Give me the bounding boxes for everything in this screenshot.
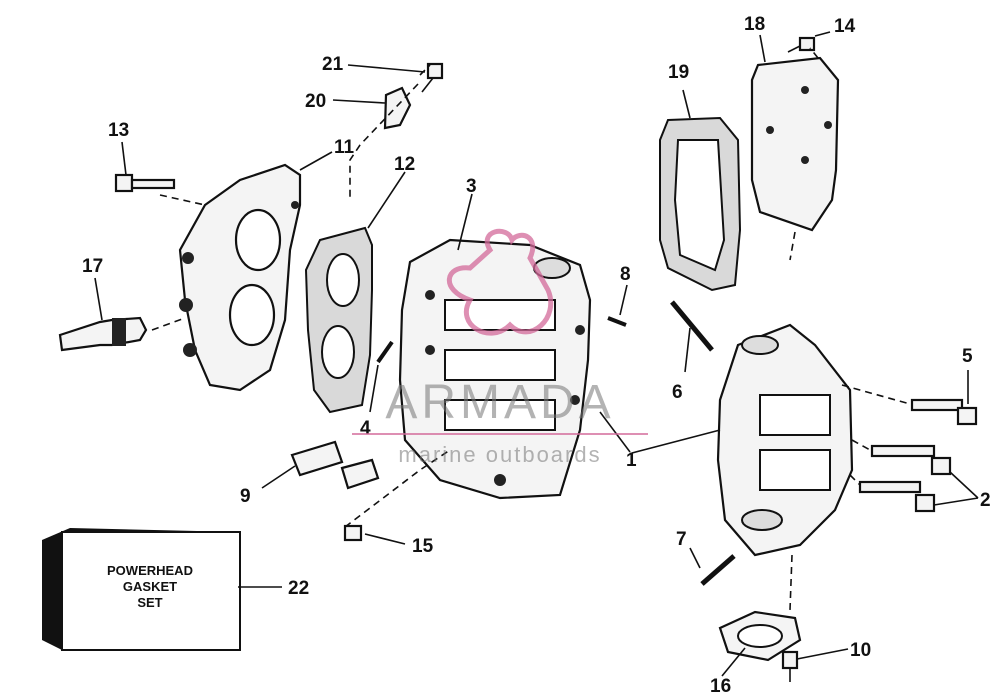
callout-5: 5 (962, 346, 973, 367)
watermark-tagline: marine outboards (398, 442, 601, 467)
callout-21: 21 (322, 54, 344, 75)
callout-14: 14 (834, 16, 856, 37)
callout-1: 1 (626, 450, 637, 471)
watermark-logo-icon (446, 228, 554, 336)
callout-2: 2 (980, 490, 991, 511)
pins (376, 300, 736, 586)
callout-19: 19 (668, 62, 689, 83)
watermark: ARMADA marine outboards (352, 228, 648, 467)
head-gasket (304, 226, 373, 414)
leader-lines (94, 31, 979, 677)
housing (716, 323, 854, 557)
callout-6: 6 (672, 382, 683, 403)
callout-17: 17 (82, 256, 103, 277)
callout-7: 7 (676, 529, 687, 550)
transfer-cover (750, 56, 840, 232)
callout-4: 4 (360, 418, 371, 439)
gasket-box-line1: POWERHEAD (107, 563, 193, 578)
callout-8: 8 (620, 264, 631, 285)
gasket-box-line3: SET (137, 595, 162, 610)
fasteners (343, 36, 978, 682)
bolt-13 (114, 173, 176, 193)
gasket-set-box: POWERHEAD GASKET SET (42, 528, 241, 651)
spark-plug (58, 316, 148, 352)
callout-18: 18 (744, 14, 765, 35)
callout-11: 11 (334, 137, 355, 158)
cover-gasket (659, 116, 742, 292)
callout-12: 12 (394, 154, 415, 175)
callout-22: 22 (288, 578, 309, 599)
callout-16: 16 (710, 676, 731, 697)
callout-15: 15 (412, 536, 434, 557)
dowel-pins (290, 440, 380, 490)
callout-3: 3 (466, 176, 477, 197)
cylinder-head (178, 163, 302, 392)
callout-10: 10 (850, 640, 871, 661)
watermark-brand: ARMADA (385, 376, 614, 429)
callout-9: 9 (240, 486, 251, 507)
callout-labels: 1 2 3 4 5 6 7 8 9 10 11 12 13 14 15 16 1… (82, 14, 991, 697)
callout-13: 13 (108, 120, 129, 141)
seal-plate (718, 610, 802, 662)
clip-and-screw (383, 62, 444, 130)
gasket-box-line2: GASKET (123, 579, 177, 594)
callout-20: 20 (305, 91, 326, 112)
